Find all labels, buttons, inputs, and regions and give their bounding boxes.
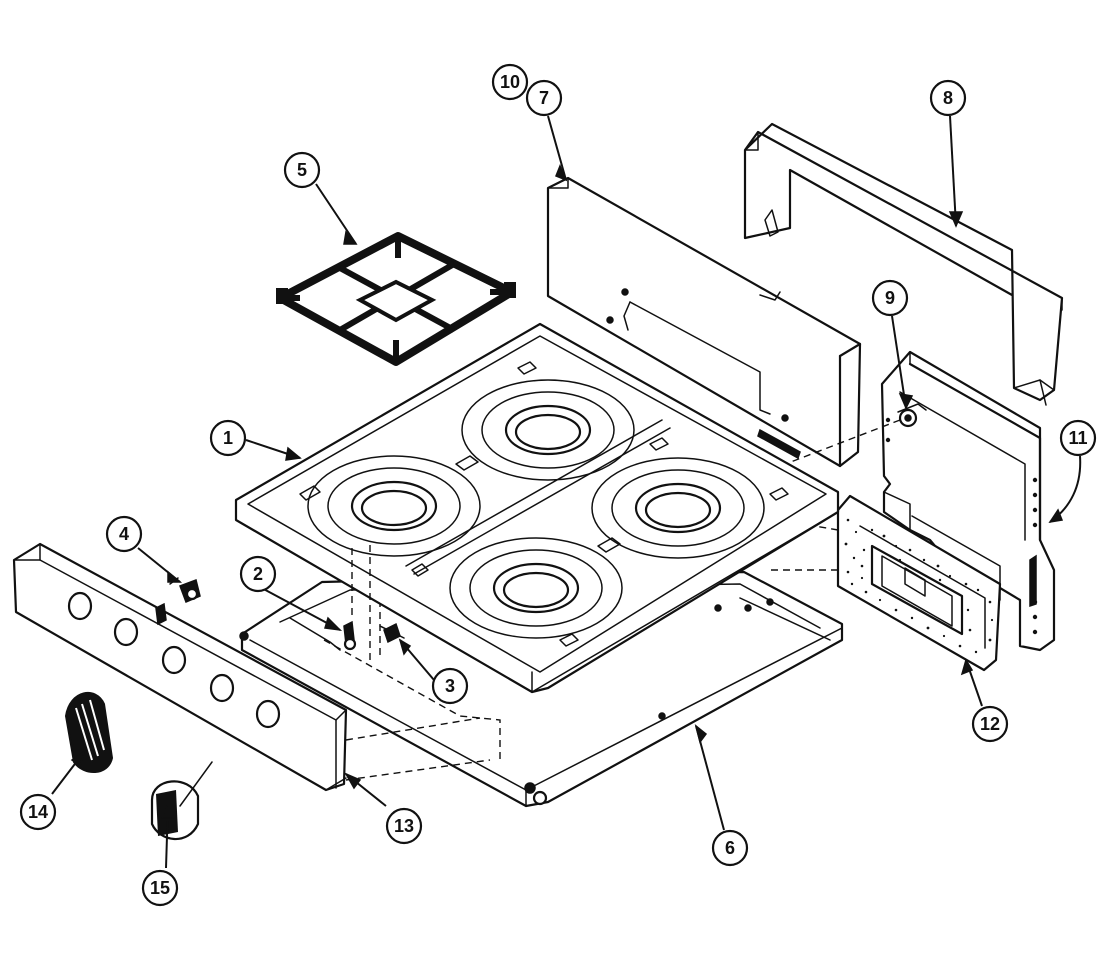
part-4-clip (169, 577, 201, 603)
burner-front-left (307, 455, 481, 557)
callout-4: 4 (105, 515, 143, 553)
callout-10: 10 (491, 63, 529, 101)
leader-11 (1049, 455, 1082, 523)
leader-7 (547, 115, 567, 181)
part-8-rear-trim (743, 122, 1064, 406)
callout-8-label: 8 (943, 88, 953, 108)
part-5-grate (276, 232, 516, 366)
callout-12: 12 (971, 705, 1009, 743)
part-12-insulation (770, 494, 1002, 672)
callout-11: 11 (1059, 419, 1097, 457)
burner-rear-left (461, 379, 635, 481)
callout-15-label: 15 (150, 878, 170, 898)
leader-5 (315, 183, 357, 245)
callout-11-label: 11 (1068, 428, 1087, 448)
leader-lines (51, 115, 1082, 869)
part-14-knob (64, 692, 114, 773)
part-2-clip (343, 620, 357, 651)
callout-10-label: 10 (500, 72, 520, 92)
leader-9 (891, 315, 907, 409)
callout-2-label: 2 (253, 564, 263, 584)
callout-15: 15 (141, 869, 179, 907)
callout-7: 7 (525, 79, 563, 117)
callout-13-label: 13 (394, 816, 414, 836)
callout-12-label: 12 (980, 714, 1000, 734)
part-15-knob (150, 761, 213, 841)
part-11-rear-bracket (880, 350, 1056, 652)
callout-9-label: 9 (885, 288, 895, 308)
callout-2: 2 (239, 555, 277, 593)
part-1-cooktop (234, 322, 840, 694)
part-9-fitting (769, 403, 927, 471)
callout-3-label: 3 (445, 676, 455, 696)
leader-8 (949, 115, 957, 227)
part-3-clip (379, 622, 405, 644)
callout-6: 6 (711, 829, 749, 867)
burner-rear-right (591, 457, 765, 559)
callout-6-label: 6 (725, 838, 735, 858)
callout-3: 3 (431, 667, 469, 705)
callout-8: 8 (929, 79, 967, 117)
callout-5: 5 (283, 151, 321, 189)
callout-4-label: 4 (119, 524, 129, 544)
part-7-backguard (546, 176, 862, 468)
part-13-control-panel (12, 542, 491, 792)
leader-6 (695, 725, 725, 831)
callout-1: 1 (209, 419, 247, 457)
callout-5-label: 5 (297, 160, 307, 180)
callout-14: 14 (19, 793, 57, 831)
callout-14-label: 14 (28, 802, 48, 822)
callout-7-label: 7 (539, 88, 549, 108)
callout-9: 9 (871, 279, 909, 317)
burner-front-right (449, 537, 623, 639)
callout-13: 13 (385, 807, 423, 845)
callout-1-label: 1 (223, 428, 233, 448)
